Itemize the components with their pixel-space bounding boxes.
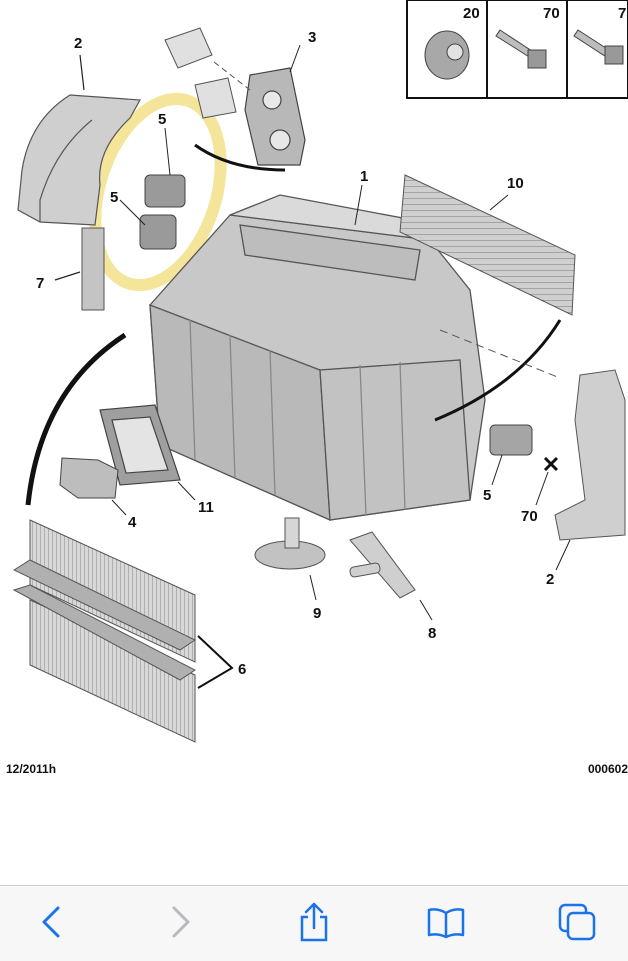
part-4-resistor: [59, 457, 119, 499]
forward-button[interactable]: [158, 900, 202, 944]
inset-header-70: 70: [543, 5, 560, 22]
share-icon: [300, 902, 328, 942]
footer-code: 000602: [587, 762, 628, 776]
part-5-actuator-lower: [139, 214, 177, 250]
inset-header-20: 20: [463, 5, 480, 22]
browser-toolbar: [0, 885, 628, 961]
fastener-inset: 20 70 7: [406, 0, 628, 99]
forward-icon: [172, 906, 190, 938]
share-button[interactable]: [292, 900, 336, 944]
tabs-icon: [558, 903, 596, 941]
part-6-filter-lower: [12, 584, 196, 743]
part-9-blower-motor: [254, 517, 326, 570]
callout-1: 1: [360, 168, 368, 185]
part-8-sensor: [349, 531, 416, 599]
callout-10: 10: [507, 175, 524, 192]
part-1-heater-housing: [149, 194, 486, 522]
part-7-panel: [81, 227, 105, 311]
callout-2-left: 2: [74, 35, 82, 52]
screw-70-marker: [543, 456, 559, 472]
callout-6: 6: [238, 661, 246, 678]
back-button[interactable]: [30, 900, 74, 944]
part-11-frame: [99, 404, 181, 486]
callout-5-right: 5: [483, 487, 491, 504]
callout-4: 4: [128, 514, 137, 531]
parts-diagram: 20 70 7 2 3 5 5 1 10 7 11 4 5 70 2 9 8 6: [12, 0, 628, 743]
part-2-right-duct: [554, 369, 626, 541]
footer-date: 12/2011h: [6, 762, 57, 776]
washer-20-icon: [424, 30, 470, 80]
callout-2-right: 2: [546, 571, 554, 588]
part-5-actuator-upper: [144, 174, 186, 208]
part-10-heater-core: [399, 174, 576, 316]
screw-7x-icon: [573, 29, 624, 65]
highlight-ellipse: [89, 92, 227, 292]
inset-header-7: 7: [618, 5, 626, 22]
callout-9: 9: [313, 605, 321, 622]
callout-5-lower: 5: [110, 189, 118, 206]
part-6-filter-upper: [12, 519, 197, 663]
part-3-plate: [244, 67, 306, 166]
part-2-left-duct: [17, 94, 141, 226]
callout-8: 8: [428, 625, 436, 642]
callout-70: 70: [521, 508, 538, 525]
callout-3: 3: [308, 29, 316, 46]
back-icon: [42, 906, 60, 938]
bookmarks-button[interactable]: [424, 900, 468, 944]
callout-7: 7: [36, 275, 44, 292]
callout-5-upper: 5: [158, 111, 166, 128]
tabs-button[interactable]: [555, 900, 599, 944]
part-5-actuator-right: [489, 424, 533, 456]
callout-11: 11: [198, 499, 214, 516]
bookmarks-icon: [427, 908, 465, 939]
screw-70-icon: [495, 29, 547, 69]
part-connector-upper: [164, 27, 237, 119]
